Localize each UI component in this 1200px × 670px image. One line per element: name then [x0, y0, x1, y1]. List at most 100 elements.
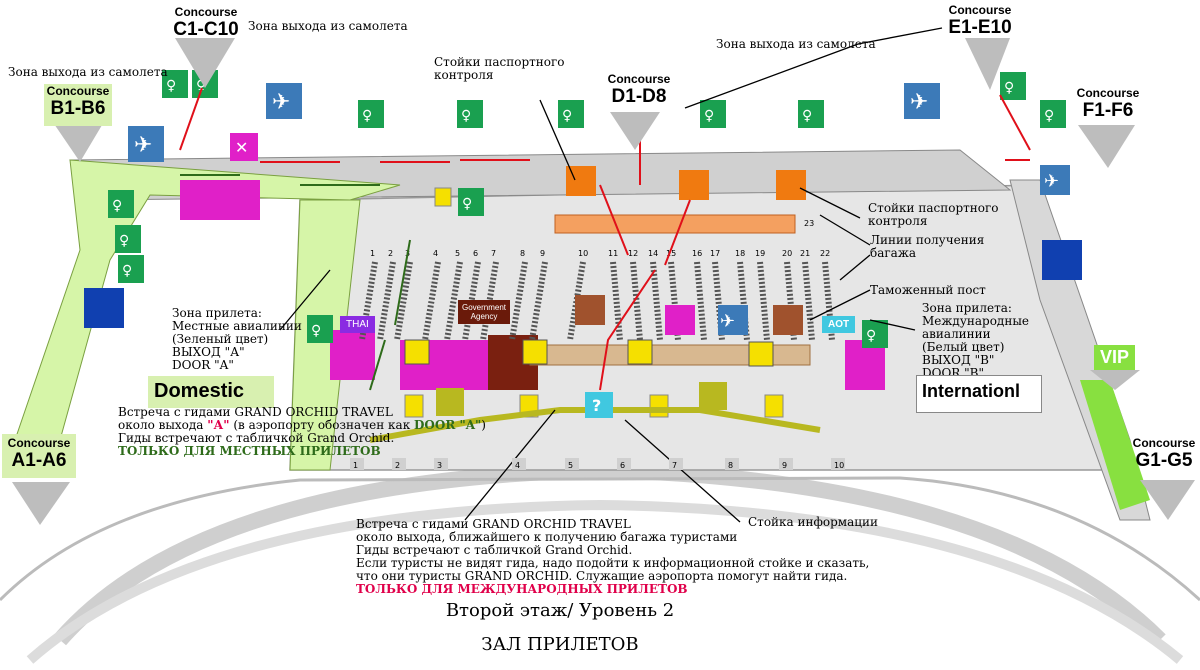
- belt-number: 22: [820, 249, 830, 258]
- door-marker: [725, 458, 739, 470]
- belt-number: 18: [735, 249, 745, 258]
- officer-icon: [575, 295, 605, 325]
- restrooms: ♀♀♀♀♀♀♀♀♀♀♀♀♀♀♀: [108, 70, 1066, 348]
- restroom-icon: [108, 190, 134, 218]
- door-marker: [565, 458, 579, 470]
- door-marker: [831, 458, 845, 470]
- belt-number: 20: [782, 249, 792, 258]
- door-number: 10: [834, 461, 844, 470]
- international-title: Internationl: [922, 381, 1020, 401]
- concourse-d: Concourse D1-D8: [607, 72, 671, 107]
- svg-text:✈: ✈: [910, 90, 928, 115]
- door-number: 8: [728, 461, 733, 470]
- flow-arrows: [179, 87, 1031, 391]
- person-glyph: ♀: [704, 108, 714, 124]
- government-agency-label: Government Agency: [458, 300, 511, 324]
- baggage-belt: [444, 261, 463, 341]
- restroom-icon: [115, 225, 141, 253]
- shop-block: [180, 180, 260, 220]
- baggage-belt: [694, 261, 707, 341]
- vip-area: [1080, 380, 1150, 510]
- belt-number: 12: [628, 249, 638, 258]
- person-glyph: ♀: [1044, 108, 1054, 124]
- restroom-icon: [307, 315, 333, 343]
- person-glyph: ♀: [802, 108, 812, 124]
- concourse-a: Concourse A1-A6: [7, 436, 71, 471]
- concourse-f: Concourse F1-F6: [1076, 86, 1140, 121]
- person-glyph: ♀: [196, 78, 206, 94]
- door-marker: [512, 458, 526, 470]
- restroom-icon: [1000, 72, 1026, 100]
- restroom-icon: [457, 100, 483, 128]
- person-glyph: ♀: [362, 108, 372, 124]
- restroom-icon: [358, 100, 384, 128]
- escalator-icons: [436, 382, 727, 416]
- domestic-meeting-note: Встреча с гидами GRAND ORCHID TRAVEL око…: [118, 405, 486, 458]
- international-box: [916, 375, 1042, 413]
- person-glyph: ♀: [119, 233, 129, 249]
- door-marker: [617, 458, 631, 470]
- person-glyph: ♀: [562, 108, 572, 124]
- belt-number: 2: [388, 249, 393, 258]
- belt-number: 8: [520, 249, 525, 258]
- baggage-belt: [757, 261, 770, 341]
- door-number: 1: [353, 461, 358, 470]
- door-number: 6: [620, 461, 625, 470]
- door-number: 5: [568, 461, 573, 470]
- domestic-corridor: [14, 159, 401, 441]
- belt-number: 23: [804, 219, 814, 228]
- exit-zone-c-label: Зона выхода из самолета: [248, 19, 408, 33]
- elevator-icons: [404, 339, 774, 367]
- door-marker: [779, 458, 793, 470]
- door-number: 3: [437, 461, 442, 470]
- restaurant-icon: [230, 133, 258, 161]
- baggage-belt: [630, 261, 643, 341]
- door-marker: [669, 458, 683, 470]
- svg-text:✈: ✈: [720, 311, 735, 332]
- restroom-icon: [798, 100, 824, 128]
- svg-text:✈: ✈: [272, 90, 290, 115]
- shop-block: [330, 330, 375, 380]
- baggage-belt: [422, 261, 441, 341]
- baggage-belt: [802, 261, 815, 341]
- domestic-arrows: [180, 174, 411, 391]
- person-glyph: ♀: [1004, 80, 1014, 96]
- belt-number: 17: [710, 249, 720, 258]
- belt-number: 10: [578, 249, 588, 258]
- belt-number: 5: [455, 249, 460, 258]
- passport-label-left: Стойки паспортного контроля: [434, 55, 565, 82]
- belt-number: 6: [473, 249, 478, 258]
- plane-glyphs: ✈ ✈ ✈ ✈ ✈: [134, 90, 1059, 332]
- restroom-icon: [118, 255, 144, 283]
- info-desk-label: Стойка информации: [748, 515, 879, 529]
- walkway: [369, 407, 821, 443]
- restroom-icon: [700, 100, 726, 128]
- concourse-c: Concourse C1-C10: [173, 5, 239, 40]
- baggage-belt: [394, 261, 413, 341]
- baggage-belt: [480, 261, 499, 341]
- restroom-icon: [162, 70, 188, 98]
- restroom-icon: [862, 320, 888, 348]
- belt-number: 11: [608, 249, 618, 258]
- customs-icon: [773, 305, 803, 335]
- door-marker: [350, 458, 364, 470]
- person-glyph: ♀: [122, 263, 132, 279]
- callout-lines: [279, 27, 943, 523]
- baggage-belt: [462, 261, 481, 341]
- belt-number: 14: [648, 249, 658, 258]
- svg-text:✈: ✈: [1044, 171, 1059, 192]
- door-number: 2: [395, 461, 400, 470]
- info-icon: [585, 392, 613, 418]
- person-glyph: ♀: [311, 323, 321, 339]
- cart-icon: [665, 305, 695, 335]
- restroom-icon: [558, 100, 584, 128]
- thai-label: THAI: [340, 316, 375, 333]
- person-glyph: ♀: [462, 196, 472, 212]
- belt-number: 15: [666, 249, 676, 258]
- person-glyph: ♀: [112, 198, 122, 214]
- baggage-belt: [650, 261, 663, 341]
- baggage-label: Линии получения багажа: [870, 233, 985, 260]
- svg-text:✈: ✈: [134, 133, 152, 158]
- hall-title: ЗАЛ ПРИЛЕТОВ: [481, 634, 639, 655]
- person-glyph: ♀: [866, 328, 876, 344]
